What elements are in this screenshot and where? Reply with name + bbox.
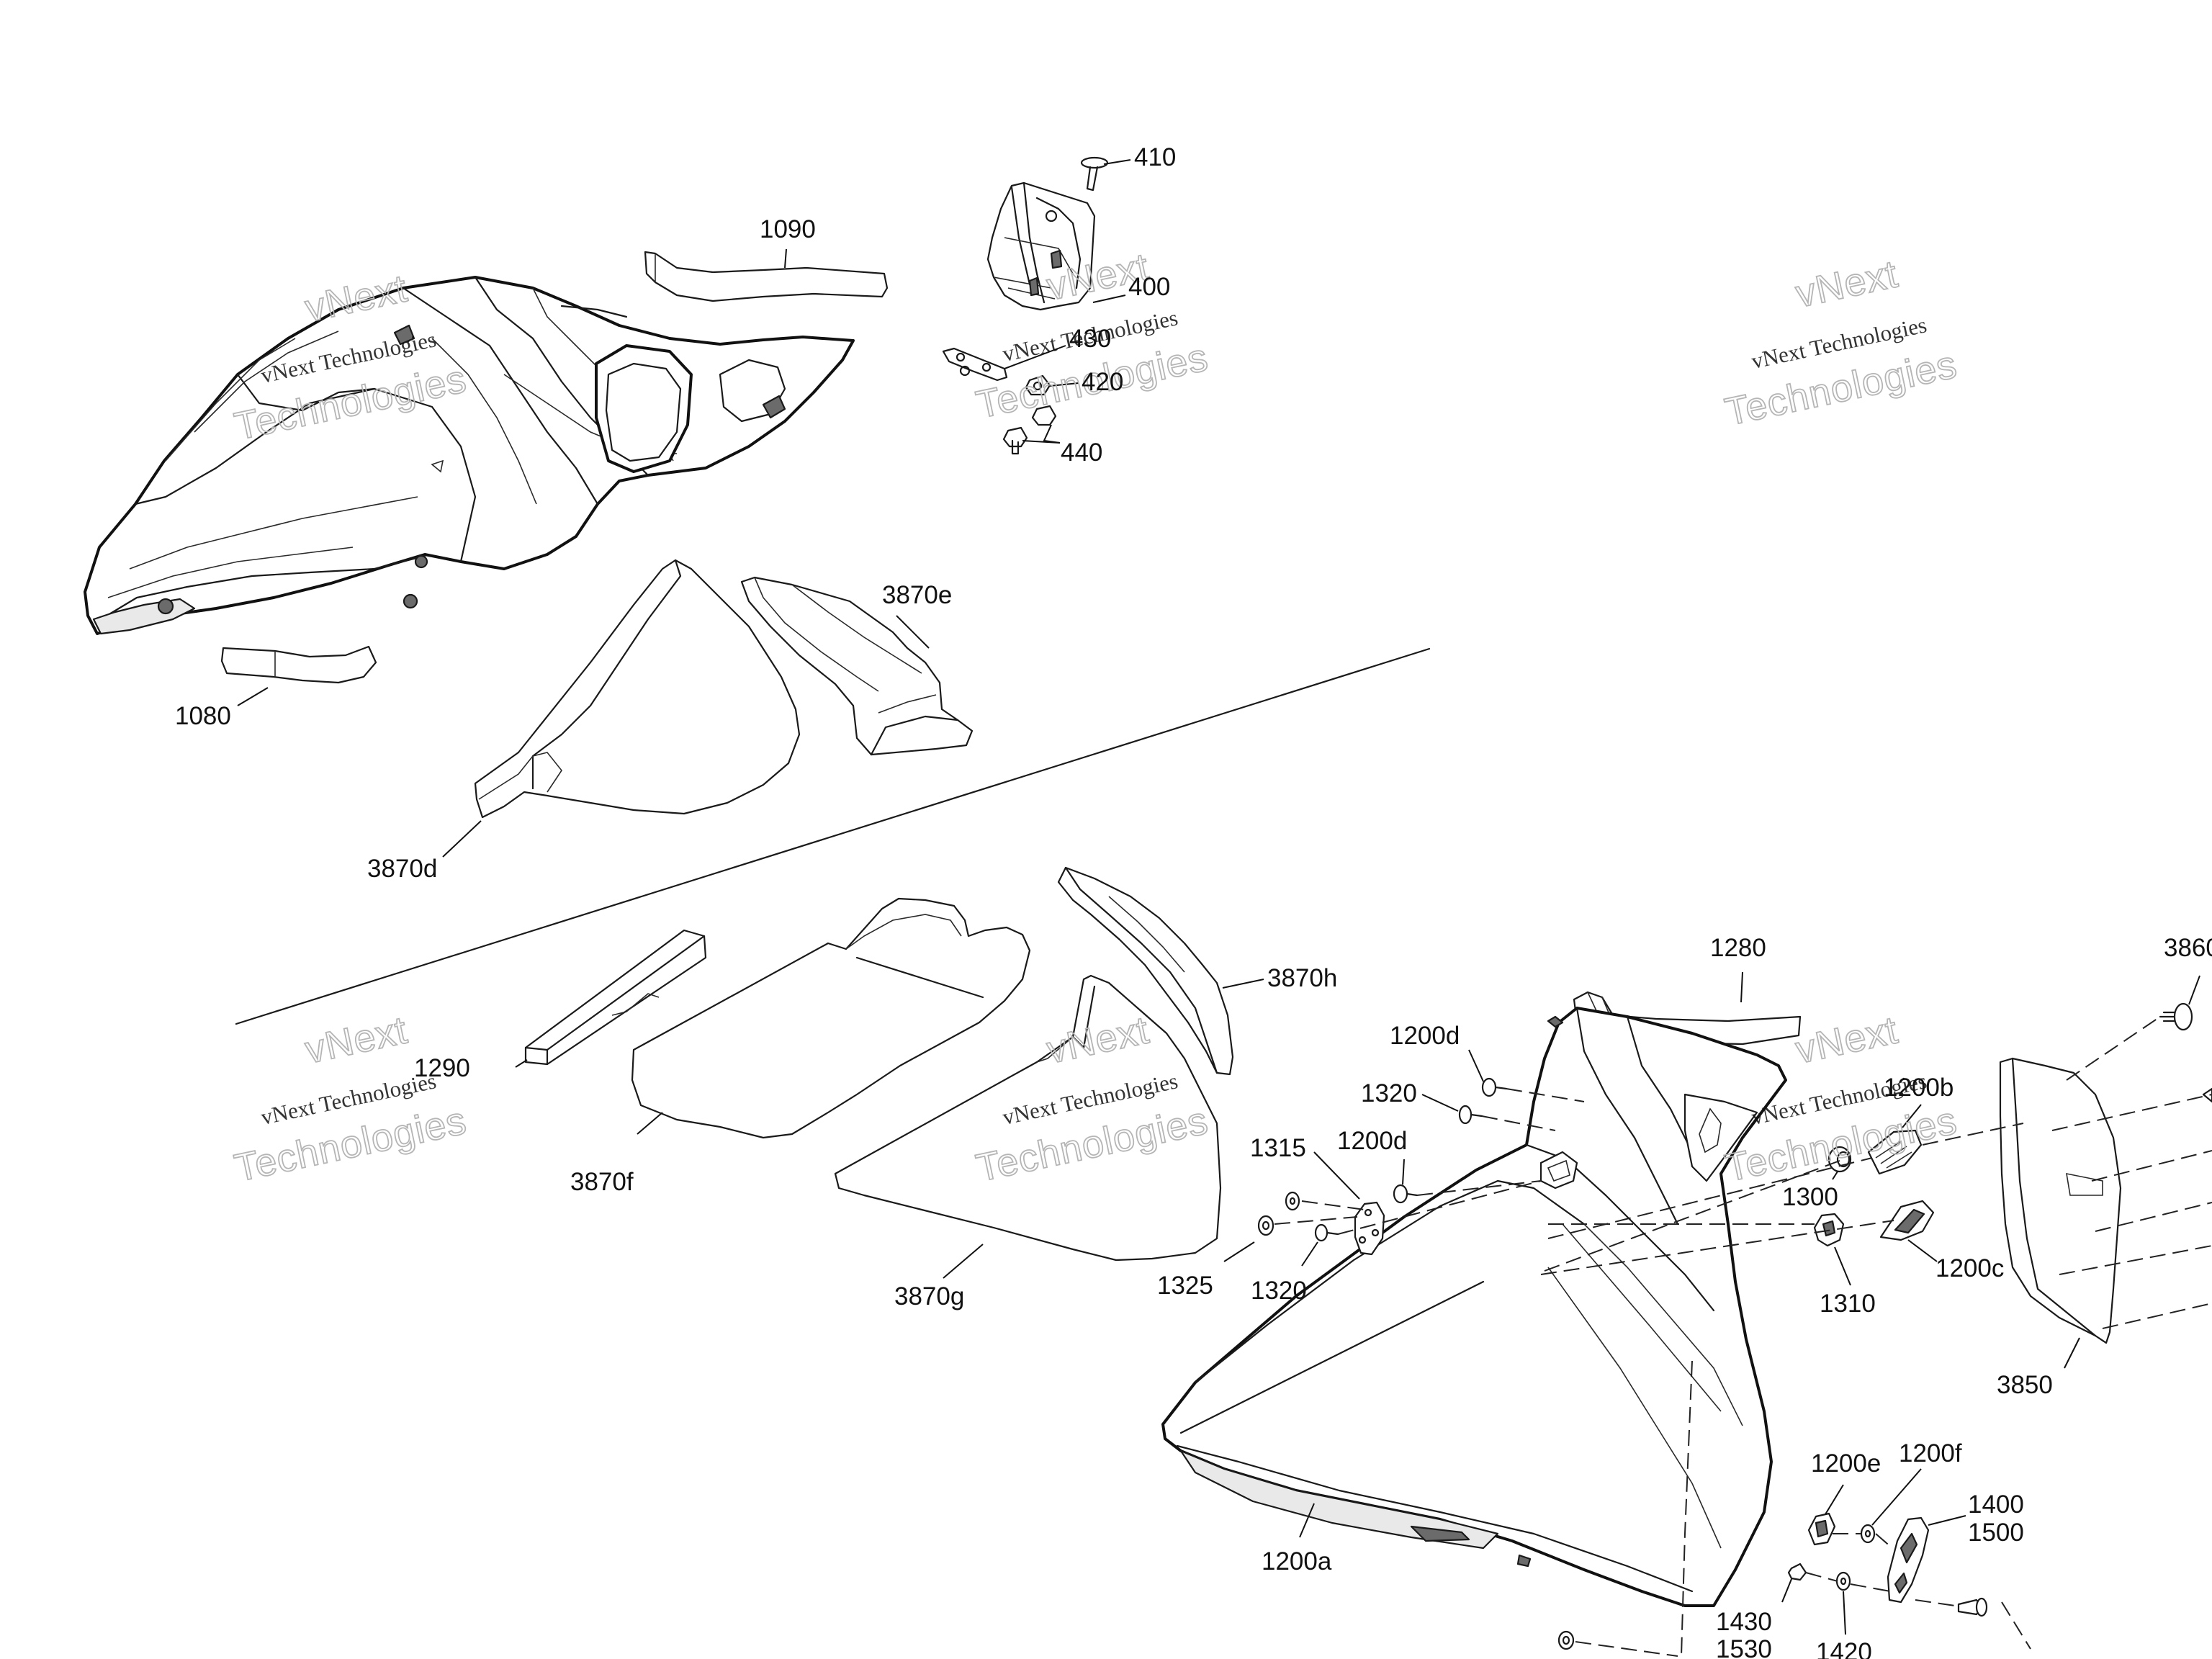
part-1430-nut xyxy=(1787,1563,1807,1581)
part-1320-fastener-lower xyxy=(1314,1223,1339,1242)
part-1200e-clip xyxy=(1807,1512,1836,1546)
part-3870f-insulation xyxy=(631,897,1031,1139)
part-1420-washer xyxy=(1835,1571,1851,1591)
section-divider-line xyxy=(235,647,1431,1025)
leader-lines xyxy=(237,159,2200,1635)
part-1530-washer xyxy=(1557,1630,1575,1650)
part-1325-washer xyxy=(1257,1191,1300,1236)
label-1320-lower: 1320 xyxy=(1251,1277,1307,1305)
svg-text:vNext: vNext xyxy=(1792,1008,1902,1071)
part-1400-latch xyxy=(1887,1516,1930,1604)
label-3850: 3850 xyxy=(1997,1371,2053,1399)
label-3870d: 3870d xyxy=(367,855,437,883)
label-420: 420 xyxy=(1082,368,1123,396)
label-3860: 3860 xyxy=(2164,934,2212,962)
part-440-bolts xyxy=(1002,405,1057,455)
label-1200f: 1200f xyxy=(1899,1439,1962,1467)
part-1080-foam-strip xyxy=(220,645,377,684)
label-440: 440 xyxy=(1061,439,1102,467)
label-1200a: 1200a xyxy=(1262,1547,1332,1575)
front-hood-panel xyxy=(84,276,855,635)
label-3870f: 3870f xyxy=(570,1168,634,1196)
label-1200d-upper: 1200d xyxy=(1390,1022,1460,1050)
part-1200d-clip-lower xyxy=(1393,1184,1419,1204)
part-1290-foam-block xyxy=(524,929,707,1066)
label-1280: 1280 xyxy=(1710,934,1766,962)
label-1325: 1325 xyxy=(1157,1272,1213,1300)
watermark-top-right: vNext vNext Technologies Technologies xyxy=(1721,251,1961,434)
part-3850-panel xyxy=(1999,1057,2122,1344)
part-1500-bolt xyxy=(1957,1597,1988,1617)
label-1315: 1315 xyxy=(1250,1134,1306,1162)
assembly-dashed-lines xyxy=(1274,1016,2212,1657)
label-1080: 1080 xyxy=(175,702,231,730)
part-420-nut xyxy=(1025,374,1051,396)
label-1200c: 1200c xyxy=(1936,1254,2004,1282)
label-400: 400 xyxy=(1128,273,1170,301)
label-1200b: 1200b xyxy=(1884,1074,1954,1102)
part-3870e-insulation xyxy=(740,576,974,756)
label-1430: 1430 xyxy=(1716,1608,1772,1636)
label-3870h: 3870h xyxy=(1267,964,1337,992)
part-1200b-vent xyxy=(1867,1129,1923,1175)
label-1310: 1310 xyxy=(1820,1290,1876,1318)
label-430: 430 xyxy=(1069,325,1111,353)
part-1200c-vent xyxy=(1879,1200,1935,1241)
label-1200d-lower: 1200d xyxy=(1337,1127,1407,1155)
label-1200e: 1200e xyxy=(1811,1449,1881,1478)
part-1200a-side-panel xyxy=(1161,1007,1787,1607)
label-1530: 1530 xyxy=(1716,1635,1772,1659)
part-1200f-washer xyxy=(1860,1524,1876,1544)
label-1090: 1090 xyxy=(760,215,816,243)
part-410-screw xyxy=(1080,156,1109,192)
svg-text:vNext: vNext xyxy=(302,1008,411,1071)
label-3870g: 3870g xyxy=(894,1282,964,1310)
label-1290: 1290 xyxy=(414,1054,470,1082)
part-1315-bracket xyxy=(1354,1201,1385,1256)
label-410: 410 xyxy=(1134,143,1176,171)
part-3870h-insulation xyxy=(1057,866,1234,1076)
part-430-bracket-plate xyxy=(942,347,1008,382)
part-3870g-insulation xyxy=(834,974,1222,1262)
part-3860-screw xyxy=(2159,1002,2212,1103)
watermark-bottom-left: vNext vNext Technologies Technologies xyxy=(230,1007,471,1190)
label-1300: 1300 xyxy=(1782,1183,1838,1211)
callout-labels: 410 400 430 420 440 1090 1080 3870e 3870… xyxy=(175,143,2212,1659)
part-3870d-insulation xyxy=(474,559,801,819)
part-1200d-clip-upper xyxy=(1481,1077,1508,1097)
label-3870e: 3870e xyxy=(882,581,952,609)
label-1500: 1500 xyxy=(1968,1519,2024,1547)
svg-text:vNext: vNext xyxy=(1792,252,1902,315)
part-400-light-bracket xyxy=(986,181,1096,311)
part-1300-grommet xyxy=(1827,1146,1852,1173)
label-1420: 1420 xyxy=(1816,1638,1872,1659)
label-1320-upper: 1320 xyxy=(1361,1079,1417,1107)
part-1090-foam-strip xyxy=(644,251,889,302)
label-1400: 1400 xyxy=(1968,1491,2024,1519)
part-1320-fastener-upper xyxy=(1458,1105,1483,1125)
